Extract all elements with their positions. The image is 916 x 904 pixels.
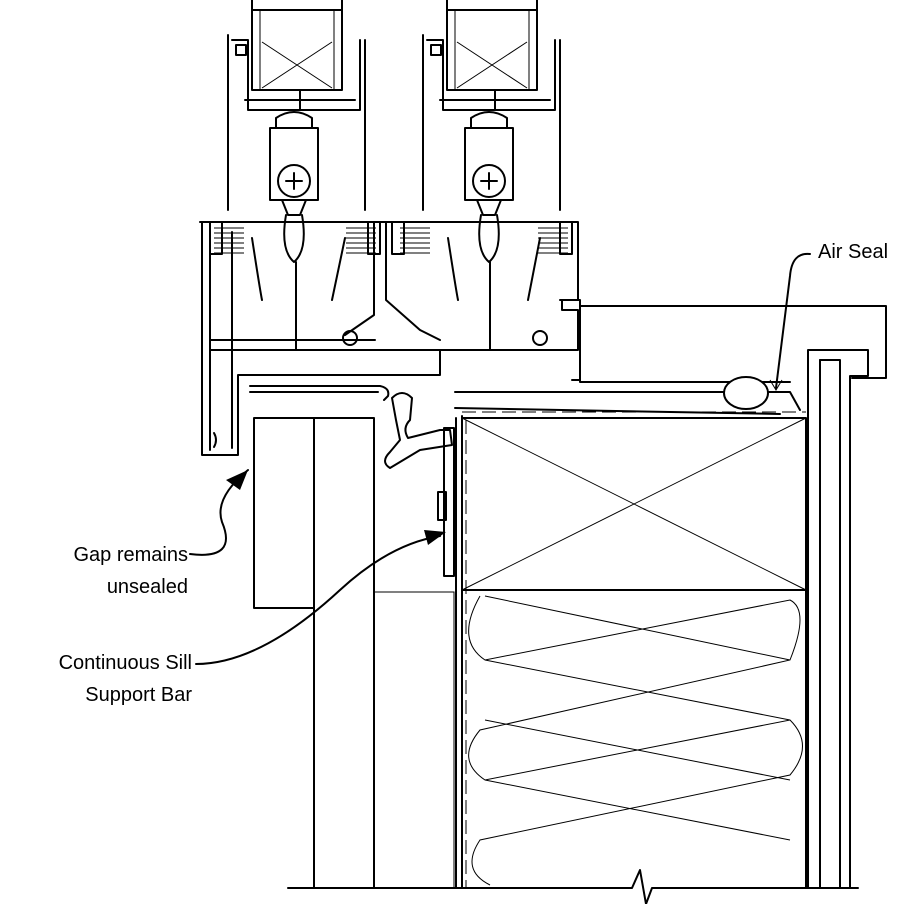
air-seal-backer-rod	[723, 376, 769, 410]
glazing-unit-right	[422, 0, 561, 211]
air-seal-label: Air Seal	[818, 241, 889, 263]
continuous-sill-support-bar	[437, 427, 455, 577]
sill-frame	[199, 221, 581, 456]
glazing-unit-left	[227, 0, 366, 211]
screw-clip-right	[464, 111, 514, 263]
leader-lines	[189, 252, 811, 665]
sill-flashing	[249, 385, 453, 469]
sill-label-line2: Support Bar	[85, 684, 192, 706]
wall-framing	[287, 305, 887, 904]
sill-label-line1: Continuous Sill	[58, 652, 192, 674]
weather-strips	[209, 221, 573, 255]
exterior-cladding	[253, 417, 455, 889]
gap-label-line1: Gap remains	[73, 544, 189, 566]
gap-label-line2: unsealed	[106, 576, 188, 598]
screw-clip-left	[269, 111, 319, 263]
